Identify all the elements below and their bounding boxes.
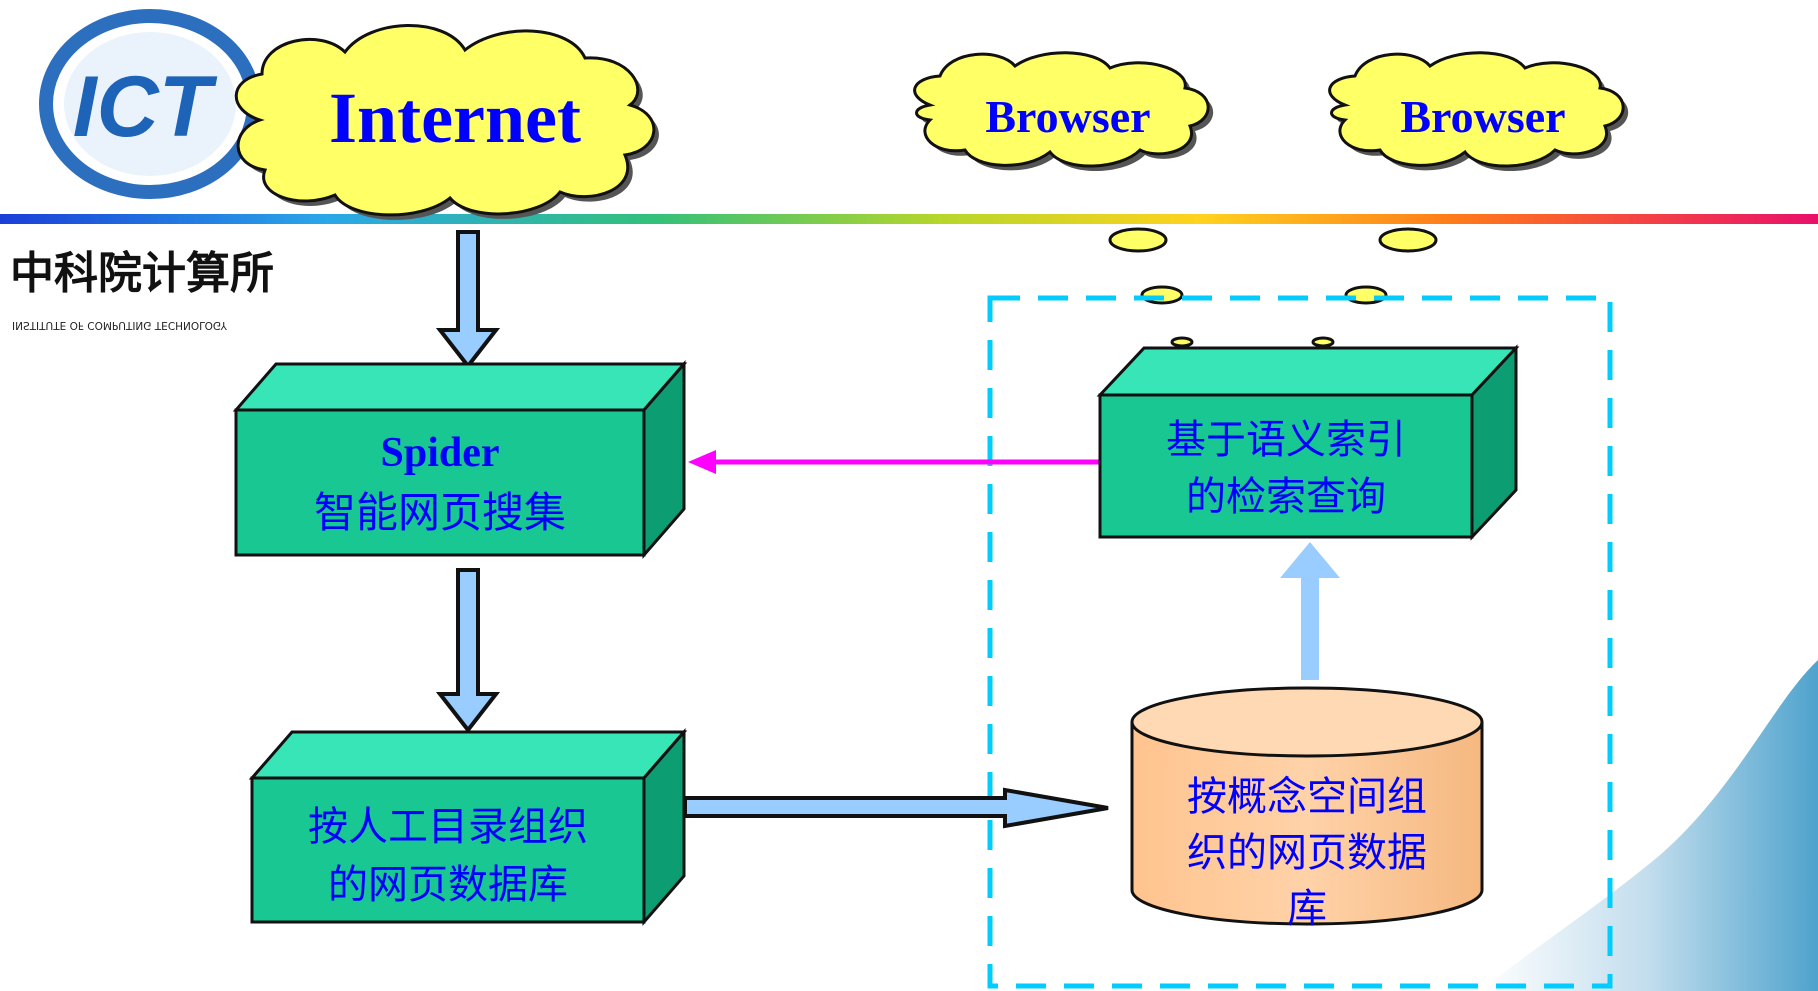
browser-cloud-1: Browser [913, 51, 1214, 172]
browser-2-label: Browser [1400, 91, 1565, 142]
concept-database-line-3: 库 [1287, 886, 1327, 932]
manual-database-line-2: 的网页数据库 [328, 862, 568, 908]
arrow-internet-to-spider [435, 230, 501, 370]
concept-database-line-1: 按概念空间组 [1187, 774, 1427, 820]
browser-cloud-2: Browser [1328, 51, 1629, 172]
manual-database-line-1: 按人工目录组织 [308, 804, 588, 850]
spider-box: Spider 智能网页搜集 [232, 359, 688, 560]
spider-subtitle: 智能网页搜集 [314, 488, 566, 537]
arrow-concept-db-to-query [1280, 542, 1340, 680]
manual-database-box: 按人工目录组织 的网页数据库 [248, 727, 688, 927]
semantic-query-line-2: 的检索查询 [1186, 474, 1386, 520]
spider-title: Spider [380, 430, 499, 476]
header-rainbow-line [0, 214, 1818, 224]
browser-1-label: Browser [985, 91, 1150, 142]
internet-label: Internet [329, 78, 581, 158]
semantic-query-line-1: 基于语义索引 [1166, 417, 1406, 463]
ict-logo: ICT 中科院计算所 INSTITUTE OF COMPUTING TECHNO… [10, 9, 274, 331]
thought-bubbles-1 [1108, 227, 1194, 348]
logo-english-name: INSTITUTE OF COMPUTING TECHNOLOGY [12, 319, 228, 331]
arrow-database-to-concept-db [683, 787, 1109, 829]
semantic-query-box: 基于语义索引 的检索查询 [1096, 344, 1520, 541]
internet-cloud: Internet [234, 24, 659, 220]
arrow-query-to-spider [688, 450, 1100, 474]
logo-mark: ICT [73, 59, 218, 155]
concept-database-line-2: 织的网页数据 [1187, 830, 1427, 876]
concept-database-cylinder: 按概念空间组 织的网页数据 库 [1130, 686, 1484, 932]
background-swoosh [1480, 660, 1818, 991]
logo-chinese-name: 中科院计算所 [10, 248, 274, 299]
thought-bubbles-2 [1311, 227, 1438, 348]
arrow-spider-to-database [435, 568, 501, 734]
semantic-region-border [987, 295, 1613, 989]
